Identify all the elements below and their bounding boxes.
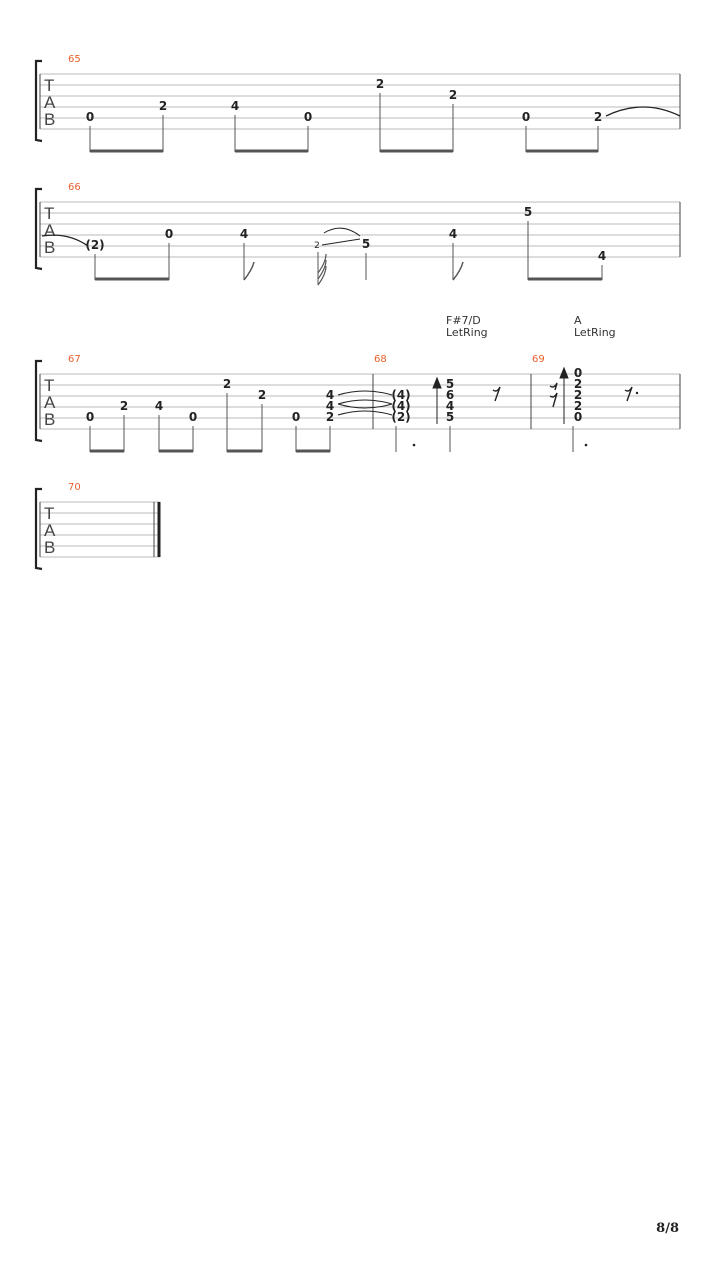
ties-chord xyxy=(337,390,393,416)
fret: 2 xyxy=(449,88,457,102)
staff-lines xyxy=(40,201,680,258)
tab-clef-t: T xyxy=(44,76,54,95)
fret: 4 xyxy=(231,99,239,113)
fret: 2 xyxy=(223,377,231,391)
system-brace xyxy=(34,359,43,443)
tab-clef: T A B xyxy=(44,76,56,129)
fret: 4 xyxy=(326,399,334,413)
tab-clef-t: T xyxy=(44,204,54,223)
chord-name: F#7/D xyxy=(446,314,481,327)
system-brace xyxy=(34,487,43,571)
tab-clef-t: T xyxy=(44,504,54,523)
tab-clef: T A B xyxy=(44,504,56,557)
tab-clef: T A B xyxy=(44,376,56,429)
fret: 0 xyxy=(86,410,94,424)
tab-clef-b: B xyxy=(44,238,55,257)
strum-arrows xyxy=(432,366,569,424)
fret: (2) xyxy=(85,238,104,252)
tab-clef-a: A xyxy=(44,393,56,412)
page-number: 8/8 xyxy=(656,1221,679,1236)
tab-clef-b: B xyxy=(44,538,55,557)
fret: 4 xyxy=(155,399,163,413)
let-ring-label: LetRing xyxy=(574,326,616,339)
let-ring-label: LetRing xyxy=(446,326,488,339)
tie-arc xyxy=(605,106,681,117)
fret: 0 xyxy=(522,110,530,124)
rest-icon xyxy=(492,382,633,408)
fret: 5 xyxy=(524,205,532,219)
fret: 2 xyxy=(574,388,582,402)
fret-numbers: (2) 0 4 2 5 4 5 4 xyxy=(85,205,606,263)
tie-arc-continuation xyxy=(41,234,89,247)
measure-number: 65 xyxy=(68,54,81,65)
system-2: T A B 66 (2) 0 4 2 5 4 5 4 xyxy=(34,182,681,286)
fret: 0 xyxy=(86,110,94,124)
fret: 2 xyxy=(574,399,582,413)
staff-lines xyxy=(40,373,680,430)
fret: (4) xyxy=(391,388,410,402)
fret: 2 xyxy=(258,388,266,402)
measure-number: 67 xyxy=(68,354,81,365)
chord-name: A xyxy=(574,314,582,327)
system-brace xyxy=(34,59,43,143)
fret: 0 xyxy=(574,366,582,380)
fret-numbers: 0 2 4 0 2 2 0 4 4 2 (4) (4) (2) 5 6 4 5 … xyxy=(86,366,582,424)
tab-clef-b: B xyxy=(44,410,55,429)
stems-beams xyxy=(94,221,603,286)
measure-number: 68 xyxy=(374,354,387,365)
barlines xyxy=(39,374,681,429)
fret: 2 xyxy=(326,410,334,424)
measure-number: 66 xyxy=(68,182,81,193)
fret: 0 xyxy=(189,410,197,424)
system-1: T A B 65 0 2 4 0 2 2 0 2 xyxy=(34,54,681,153)
slide-and-slur xyxy=(321,227,361,246)
fret: 2 xyxy=(594,110,602,124)
fret: 2 xyxy=(159,99,167,113)
fret: 4 xyxy=(326,388,334,402)
fret: 4 xyxy=(449,227,457,241)
dots xyxy=(412,391,639,447)
system-4: T A B 70 xyxy=(34,482,161,571)
fret-numbers: 0 2 4 0 2 2 0 2 xyxy=(86,77,602,124)
fret: 0 xyxy=(574,410,582,424)
staff-lines xyxy=(40,73,680,130)
fret: 4 xyxy=(598,249,606,263)
fret: 0 xyxy=(165,227,173,241)
staff-lines xyxy=(40,501,160,558)
fret: 5 xyxy=(362,237,370,251)
tab-clef-b: B xyxy=(44,110,55,129)
system-brace xyxy=(34,187,43,271)
fret: 5 xyxy=(446,410,454,424)
tab-clef-t: T xyxy=(44,376,54,395)
fret: (4) xyxy=(391,399,410,413)
fret: 4 xyxy=(446,399,454,413)
tab-clef: T A B xyxy=(44,204,56,257)
fret: 0 xyxy=(304,110,312,124)
system-3: F#7/D LetRing A LetRing T A B 67 68 69 xyxy=(34,314,681,453)
measure-number: 69 xyxy=(532,354,545,365)
fret: (2) xyxy=(391,410,410,424)
measure-number: 70 xyxy=(68,482,81,493)
grace-fret: 2 xyxy=(314,241,320,251)
fret: 6 xyxy=(446,388,454,402)
fret: 4 xyxy=(240,227,248,241)
stems-beams xyxy=(89,393,574,453)
fret: 0 xyxy=(292,410,300,424)
fret: 2 xyxy=(574,377,582,391)
fret: 2 xyxy=(376,77,384,91)
tab-clef-a: A xyxy=(44,521,56,540)
tab-clef-a: A xyxy=(44,93,56,112)
fret: 2 xyxy=(120,399,128,413)
fret: 5 xyxy=(446,377,454,391)
stems-beams xyxy=(89,93,599,153)
